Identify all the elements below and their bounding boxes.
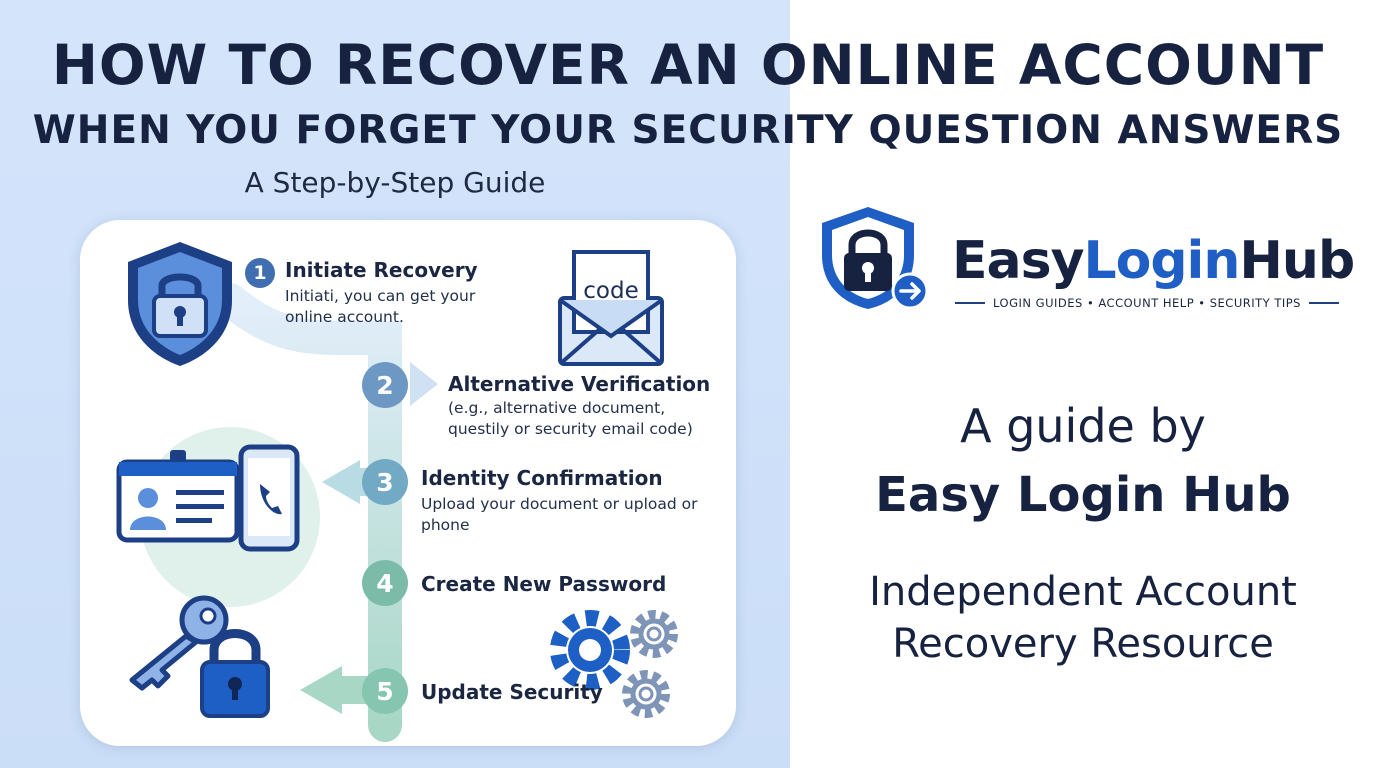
step-number-3: 3: [362, 459, 408, 505]
guide-author-name: Easy Login Hub: [875, 467, 1291, 523]
resource-line-2: Recovery Resource: [892, 621, 1274, 667]
resource-description: Independent Account Recovery Resource: [790, 566, 1376, 670]
brand-name-easy: Easy: [952, 231, 1084, 291]
step-number-5: 5: [362, 668, 408, 714]
id-card-icon: [116, 450, 240, 543]
shield-lock-icon: [128, 242, 232, 366]
brand-name: EasyLoginHub: [952, 230, 1355, 292]
padlock-icon: [200, 629, 270, 718]
guide-by-text: A guide by: [960, 399, 1206, 453]
resource-line-1: Independent Account: [869, 569, 1297, 615]
arrow-left-step-3: [322, 460, 360, 504]
gears-icon: [550, 610, 678, 718]
page-title-line-2: WHEN YOU FORGET YOUR SECURITY QUESTION A…: [32, 108, 1344, 153]
arrow-right-step-2: [410, 362, 438, 406]
step-number-1: 1: [245, 258, 275, 288]
brand-name-hub: Hub: [1239, 231, 1355, 291]
step-description-1: Initiati, you can get your online accoun…: [285, 287, 476, 326]
step-description-2: (e.g., alternative document, questily or…: [448, 399, 693, 438]
step-title-2: Alternative Verification: [448, 372, 711, 396]
step-title-3: Identity Confirmation: [421, 466, 663, 490]
tagline-rule-right: [1308, 302, 1340, 304]
brand-tagline: LOGIN GUIDES • ACCOUNT HELP • SECURITY T…: [955, 296, 1340, 310]
key-icon: [129, 595, 229, 691]
phone-icon: [238, 444, 300, 552]
arrow-left-step-5: [300, 666, 342, 714]
step-number-2: 2: [362, 362, 408, 408]
steps-card: code: [80, 220, 736, 746]
brand-tagline-text: LOGIN GUIDES • ACCOUNT HELP • SECURITY T…: [993, 296, 1301, 310]
step-title-1: Initiate Recovery: [285, 258, 478, 282]
step-description-3: Upload your document or upload or phone: [421, 495, 698, 534]
brand-name-login: Login: [1083, 231, 1240, 291]
step-title-4: Create New Password: [421, 572, 667, 596]
envelope-code-icon: code: [558, 250, 664, 366]
brand-shield-logo-icon: [822, 207, 929, 310]
envelope-code-label: code: [583, 278, 638, 304]
page-subtitle: A Step-by-Step Guide: [244, 166, 546, 199]
page-title: HOW TO RECOVER AN ONLINE ACCOUNT: [51, 33, 1325, 97]
step-number-4: 4: [362, 560, 408, 606]
tagline-rule-left: [955, 302, 986, 304]
step-title-5: Update Security: [421, 680, 603, 704]
right-panel-background: [790, 0, 1376, 768]
